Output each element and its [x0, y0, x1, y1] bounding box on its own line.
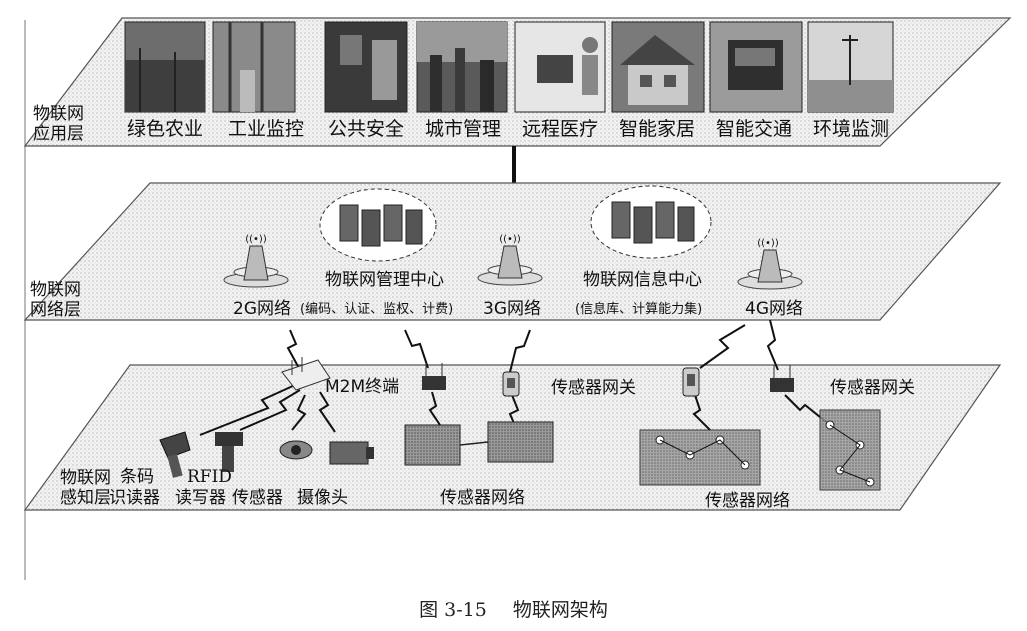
- link-4g-gateway-a: [700, 325, 745, 368]
- management-center-cloud: [320, 189, 436, 261]
- sensor-network-1-label: 传感器网络: [440, 488, 525, 508]
- management-center-label: 物联网管理中心: [325, 270, 444, 290]
- app-label-smart-home: 智能家居: [619, 118, 695, 140]
- app-label-smart-traffic: 智能交通: [716, 118, 792, 140]
- rfid-label-line2: 读写器: [175, 488, 226, 508]
- perception-layer-title-line1: 物联网: [60, 468, 111, 488]
- app-label-telemedicine: 远程医疗: [522, 118, 598, 140]
- iot-architecture-diagram: 物联网 应用层: [0, 0, 1027, 590]
- network-4g-label: 4G网络: [745, 299, 803, 319]
- sensor-network-2-label: 传感器网络: [705, 491, 790, 511]
- rfid-label-line1: RFID: [187, 467, 232, 487]
- barcode-label-line2: 识读器: [109, 488, 160, 508]
- barcode-label-line1: 条码: [120, 467, 154, 487]
- link-4g-gateway-b: [768, 320, 778, 370]
- info-functions-label: (信息库、计算能力集): [575, 301, 702, 317]
- link-mgmt-router: [405, 330, 428, 368]
- link-2g-m2m: [288, 330, 300, 370]
- tower-3g-signal: ((•)): [499, 234, 521, 245]
- perception-layer-title-line2: 感知层: [60, 488, 111, 508]
- network-2g-label: 2G网络: [233, 299, 291, 319]
- app-label-environment: 环境监测: [813, 118, 889, 140]
- sensor-gateway-2-device: [683, 368, 699, 396]
- camera-label: 摄像头: [297, 488, 348, 508]
- figure-caption: 图 3-15 物联网架构: [0, 595, 1027, 622]
- network-layer-title-line1: 物联网: [30, 280, 81, 300]
- info-center-label: 物联网信息中心: [583, 270, 702, 290]
- network-layer: 物联网 网络层 ((•)) ((•)): [25, 183, 1000, 320]
- app-label-agriculture: 绿色农业: [127, 118, 203, 140]
- app-label-public-safety: 公共安全: [328, 118, 404, 140]
- application-layer-title-line1: 物联网: [33, 104, 84, 124]
- sensor-gateway-2-label: 传感器网关: [830, 378, 915, 398]
- app-network-connector: [512, 146, 516, 183]
- network-3g-label: 3G网络: [483, 299, 541, 319]
- perception-layer: 物联网 感知层 M2M终端: [25, 320, 1000, 511]
- application-layer-title-line2: 应用层: [33, 124, 84, 144]
- management-functions-label: (编码、认证、监权、计费): [300, 301, 453, 317]
- figure-title: 物联网架构: [513, 599, 608, 621]
- m2m-terminal-label: M2M终端: [325, 377, 399, 397]
- sensor-device: [280, 441, 312, 459]
- camera-device: [330, 442, 374, 464]
- network-layer-title-line2: 网络层: [30, 300, 81, 320]
- sensor-gateway-1-device: [503, 372, 519, 396]
- sensor-gateway-1-label: 传感器网关: [551, 378, 636, 398]
- app-label-industrial: 工业监控: [228, 118, 304, 140]
- tower-2g-signal: ((•)): [245, 234, 267, 245]
- sensor-label: 传感器: [232, 488, 283, 508]
- info-center-cloud: [591, 186, 711, 258]
- figure-number: 图 3-15: [419, 599, 487, 621]
- tower-4g-signal: ((•)): [757, 238, 779, 249]
- app-label-city: 城市管理: [425, 118, 501, 140]
- application-layer: 物联网 应用层: [25, 18, 1010, 146]
